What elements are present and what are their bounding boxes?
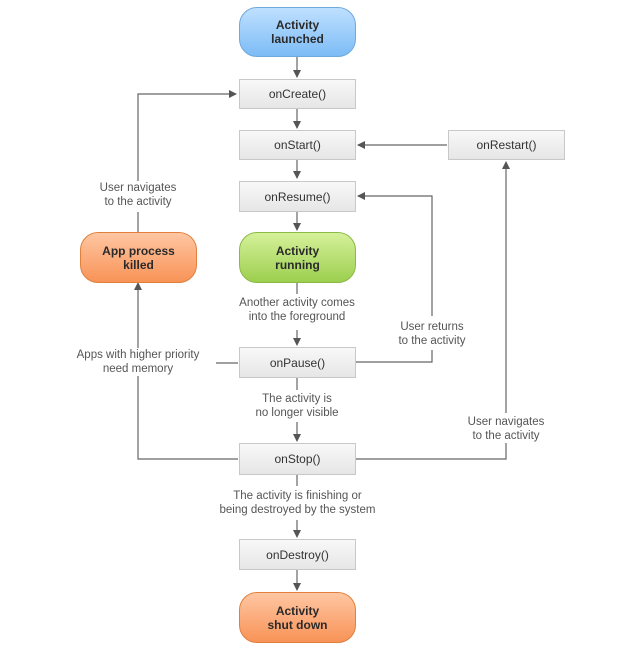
activity-launched-node: Activity launched (239, 7, 356, 57)
label-another-activity: Another activity comes into the foregrou… (222, 296, 372, 324)
ondestroy-node: onDestroy() (239, 539, 356, 570)
activity-shut-down-node: Activity shut down (239, 592, 356, 643)
onstop-node: onStop() (239, 443, 356, 475)
arrow-killed-to-oncreate (137, 94, 236, 232)
arrow-onpause-to-onresume (355, 196, 433, 363)
onrestart-node: onRestart() (448, 130, 565, 160)
oncreate-node: onCreate() (239, 79, 356, 109)
arrow-onstop-to-killed (134, 282, 238, 460)
label-finishing: The activity is finishing or being destr… (205, 489, 390, 517)
label-user-navigates-right: User navigates to the activity (455, 415, 557, 443)
activity-running-node: Activity running (239, 232, 356, 283)
onpause-node: onPause() (239, 347, 356, 378)
label-apps-higher-priority: Apps with higher priority need memory (60, 348, 216, 376)
onresume-node: onResume() (239, 181, 356, 212)
label-no-longer-visible: The activity is no longer visible (238, 392, 356, 420)
label-user-navigates-left: User navigates to the activity (86, 181, 190, 209)
app-process-killed-node: App process killed (80, 232, 197, 283)
onstart-node: onStart() (239, 130, 356, 160)
arrow-onstop-to-onrestart (355, 162, 506, 460)
label-user-returns: User returns to the activity (386, 320, 478, 348)
